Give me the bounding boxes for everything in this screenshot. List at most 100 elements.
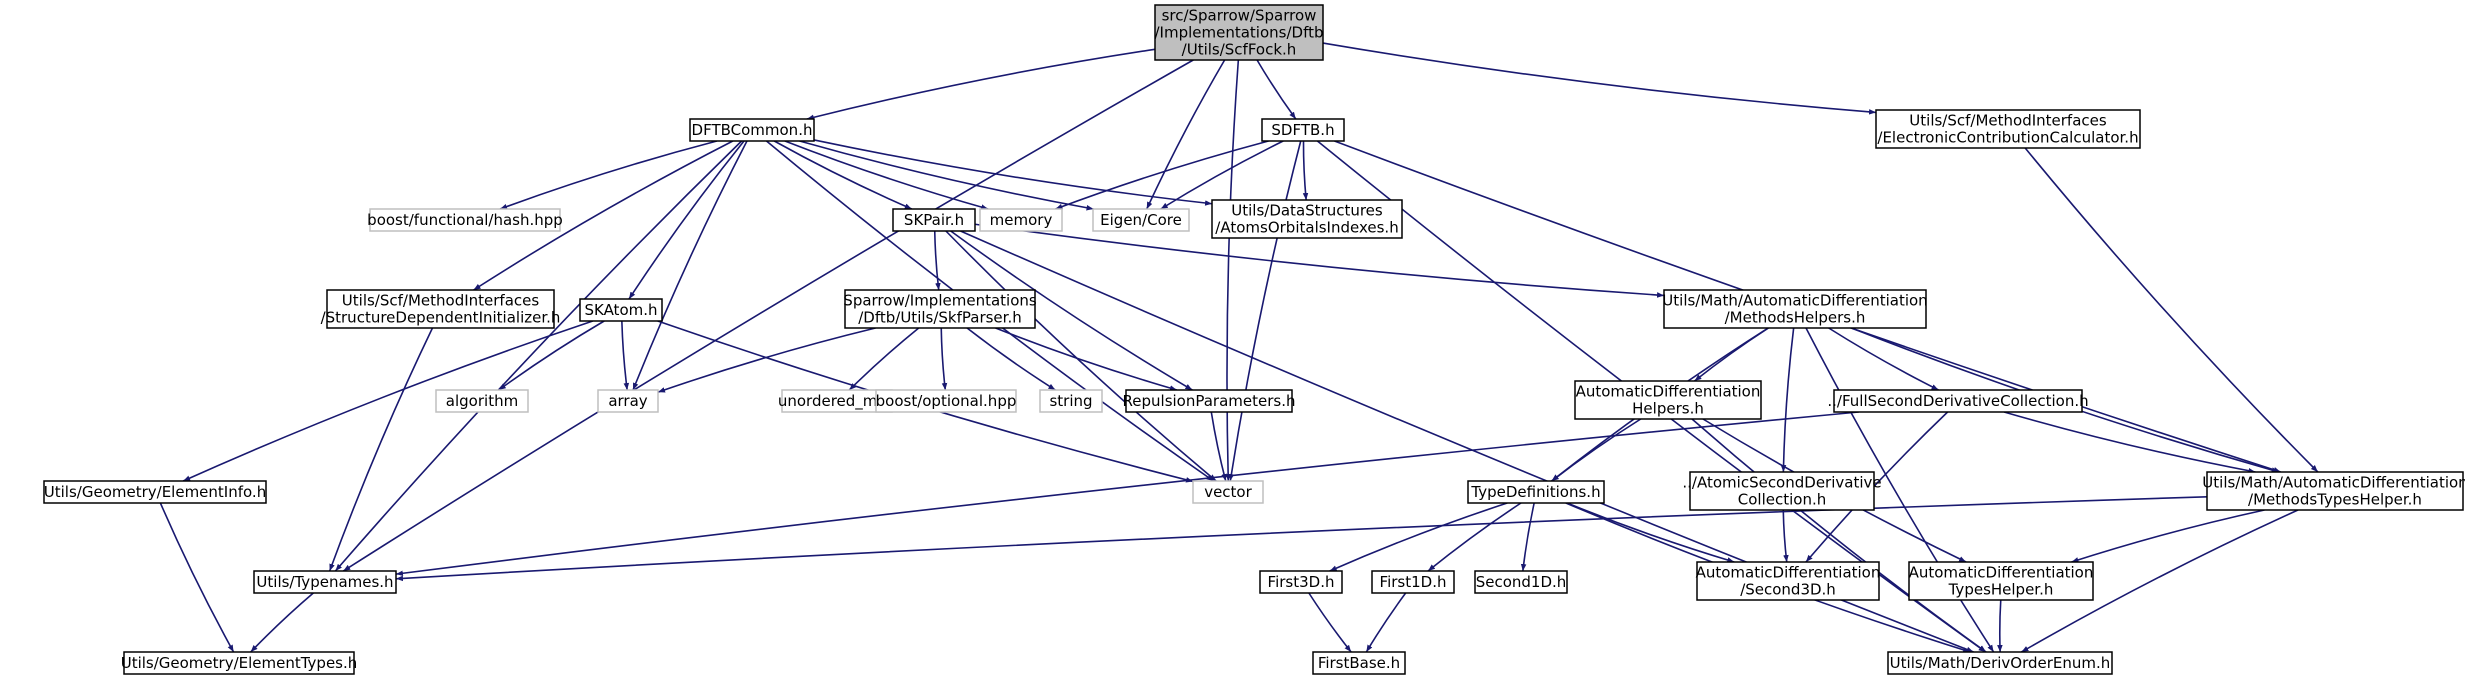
node-label-scffock-line-2: /Implementations/Dftb (1155, 24, 1324, 42)
edge-typedefs-to-first1d (1427, 502, 1522, 572)
node-methodshelpers[interactable]: Utils/Math/AutomaticDifferentiation/Meth… (1662, 289, 1928, 329)
node-eigencore: Eigen/Core (1092, 208, 1190, 232)
node-second1d[interactable]: Second1D.h (1474, 570, 1568, 594)
edge-methodshelpers-to-fullsecond (1828, 327, 1939, 391)
node-label-skfparser-line-2: /Dftb/Utils/SkfParser.h (858, 309, 1021, 327)
node-label-string-line-1: string (1049, 392, 1092, 410)
node-box-skatom (579, 298, 663, 322)
node-label-typedefs-line-1: TypeDefinitions.h (1470, 483, 1600, 501)
node-label-structdep-line-1: Utils/Scf/MethodInterfaces (342, 292, 540, 310)
edge-sdftb-to-atomsorbitals (1302, 140, 1309, 201)
edge-adtypeshelper-to-derivorder (1997, 599, 2003, 653)
node-derivorder[interactable]: Utils/Math/DerivOrderEnum.h (1887, 651, 2113, 675)
node-label-adtypeshelper-line-1: AutomaticDifferentiation (1909, 564, 2094, 582)
edge-skfparser-to-repulsion (995, 327, 1178, 391)
edge-scffock-to-eigencore (1146, 59, 1226, 210)
node-box-fullsecond (1833, 389, 2083, 413)
edge-dftbcommon-to-eigencore (799, 140, 1094, 211)
node-electroniccontrib[interactable]: Utils/Scf/MethodInterfaces/ElectronicCon… (1875, 109, 2141, 149)
node-unorderedmap: unordered_map (778, 389, 896, 413)
node-box-adsecond3d (1696, 561, 1880, 601)
node-elementtypes[interactable]: Utils/Geometry/ElementTypes.h (121, 651, 358, 675)
edge-skpair-to-vector (945, 230, 1217, 482)
edge-scffock-to-typenames (342, 59, 1194, 572)
node-structdep[interactable]: Utils/Scf/MethodInterfaces/StructureDepe… (321, 289, 561, 329)
node-box-array (597, 389, 659, 413)
edge-typenames-to-elementtypes (250, 592, 314, 653)
node-label-derivorder-line-1: Utils/Math/DerivOrderEnum.h (1890, 654, 2111, 672)
node-typenames[interactable]: Utils/Typenames.h (253, 570, 397, 594)
node-box-typenames (253, 570, 397, 594)
node-label-boostoptional-line-1: boost/optional.hpp (876, 392, 1017, 410)
node-scffock[interactable]: src/Sparrow/Sparrow/Implementations/Dftb… (1154, 4, 1324, 61)
node-atomsorbitals[interactable]: Utils/DataStructures/AtomsOrbitalsIndexe… (1211, 199, 1403, 239)
node-label-adhelpers-line-2: Helpers.h (1632, 400, 1704, 418)
node-box-atomsorbitals (1211, 199, 1403, 239)
node-label-atomsorbitals-line-2: /AtomsOrbitalsIndexes.h (1215, 219, 1398, 237)
edge-scffock-to-dftbcommon (806, 48, 1156, 121)
node-first3d[interactable]: First3D.h (1259, 570, 1343, 594)
node-label-skatom-line-1: SKAtom.h (584, 301, 657, 319)
node-label-dftbcommon-line-1: DFTBCommon.h (692, 121, 813, 139)
node-elementinfo[interactable]: Utils/Geometry/ElementInfo.h (43, 480, 267, 504)
edge-skatom-to-elementinfo (182, 320, 594, 482)
edge-scffock-to-vector (1225, 59, 1240, 482)
node-label-adsecond3d-line-1: AutomaticDifferentiation (1696, 564, 1881, 582)
edge-typedefs-to-second1d (1520, 502, 1535, 572)
node-box-eigencore (1092, 208, 1190, 232)
nodes-layer: src/Sparrow/Sparrow/Implementations/Dftb… (43, 4, 2465, 675)
node-label-atomicsecond-line-2: Collection.h (1738, 491, 1826, 509)
node-label-scffock-line-1: src/Sparrow/Sparrow (1162, 7, 1317, 25)
node-methodstypeshelper[interactable]: Utils/Math/AutomaticDifferentiation/Meth… (2202, 471, 2465, 511)
node-label-unorderedmap-line-1: unordered_map (778, 392, 896, 411)
node-first1d[interactable]: First1D.h (1371, 570, 1455, 594)
edge-dftbcommon-to-structdep (473, 140, 734, 291)
node-skatom[interactable]: SKAtom.h (579, 298, 663, 322)
node-box-repulsion (1125, 389, 1293, 413)
node-label-boosthash-line-1: boost/functional/hash.hpp (367, 211, 563, 229)
node-box-adhelpers (1574, 380, 1762, 420)
node-label-adhelpers-line-1: AutomaticDifferentiation (1576, 383, 1761, 401)
node-sdftb[interactable]: SDFTB.h (1261, 118, 1345, 142)
node-box-derivorder (1887, 651, 2113, 675)
node-label-methodshelpers-line-1: Utils/Math/AutomaticDifferentiation (1662, 292, 1927, 310)
node-firstbase[interactable]: FirstBase.h (1312, 651, 1406, 675)
node-label-second1d-line-1: Second1D.h (1476, 573, 1567, 591)
edge-fullsecond-to-methodstypeshelper (2003, 411, 2256, 474)
node-label-sdftb-line-1: SDFTB.h (1271, 121, 1334, 139)
edge-methodstypeshelper-to-adtypeshelper (2071, 509, 2265, 563)
edge-skatom-to-algorithm (498, 320, 605, 391)
node-memory: memory (979, 208, 1063, 232)
edge-skpair-to-repulsion (950, 230, 1193, 391)
node-label-typenames-line-1: Utils/Typenames.h (256, 573, 393, 591)
edge-scffock-to-electroniccontrib (1322, 42, 1877, 115)
node-box-memory (979, 208, 1063, 232)
node-vector: vector (1192, 480, 1264, 504)
edge-structdep-to-typenames (328, 327, 434, 572)
node-label-atomicsecond-line-1: ../AtomicSecondDerivative (1682, 474, 1881, 492)
edge-dftbcommon-to-typenames (334, 140, 743, 572)
node-label-eigencore-line-1: Eigen/Core (1100, 211, 1182, 229)
node-box-typedefs (1467, 480, 1605, 504)
edge-skfparser-to-boostoptional (940, 327, 948, 391)
node-box-skpair (892, 208, 976, 232)
node-label-skpair-line-1: SKPair.h (904, 211, 964, 229)
node-adsecond3d[interactable]: AutomaticDifferentiation/Second3D.h (1696, 561, 1881, 601)
node-skfparser[interactable]: Sparrow/Implementations/Dftb/Utils/SkfPa… (843, 289, 1037, 329)
node-repulsion[interactable]: RepulsionParameters.h (1123, 389, 1296, 413)
node-box-methodshelpers (1663, 289, 1927, 329)
node-label-structdep-line-2: /StructureDependentInitializer.h (321, 309, 561, 327)
edge-methodshelpers-to-derivorder (1805, 327, 1995, 653)
edges-layer (159, 42, 2319, 653)
node-dftbcommon[interactable]: DFTBCommon.h (689, 118, 815, 142)
edge-fullsecond-to-adsecond3d (1805, 411, 1949, 563)
edge-electroniccontrib-to-methodstypeshelper (2024, 147, 2319, 473)
node-skpair[interactable]: SKPair.h (892, 208, 976, 232)
node-label-methodstypeshelper-line-1: Utils/Math/AutomaticDifferentiation (2202, 474, 2465, 492)
node-fullsecond[interactable]: ../FullSecondDerivativeCollection.h (1827, 389, 2089, 413)
node-typedefs[interactable]: TypeDefinitions.h (1467, 480, 1605, 504)
edge-dftbcommon-to-atomsorbitals (813, 139, 1213, 206)
